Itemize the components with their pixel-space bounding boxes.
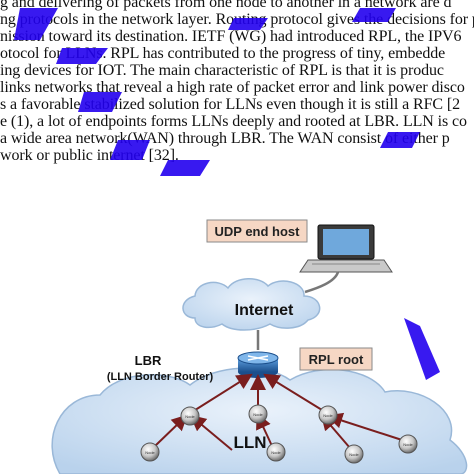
svg-text:Node: Node [185,414,195,419]
lbr-label: LBR [135,353,162,368]
paper-body-text: g and delivering of packets from one nod… [0,0,474,164]
link-laptop-internet [304,271,340,294]
laptop-icon [299,224,393,273]
sensor-node: Node [318,405,338,425]
sensor-node: Node [180,406,200,426]
internet-cloud [182,278,321,331]
sensor-node: Node [266,442,286,462]
text-line: links networks that reveal a high rate o… [0,79,465,96]
watermark-stroke [404,318,440,380]
text-line: a wide area network(WAN) through LBR. Th… [0,130,450,147]
lln-cloud [51,367,468,474]
sensor-node: Node [344,444,364,464]
svg-text:Node: Node [323,413,333,418]
svg-text:Node: Node [145,450,155,455]
dag-links [154,373,403,451]
udp-label-box [206,219,308,243]
text-line: otocol for LLNs. RPL has contributed to … [0,45,446,62]
svg-text:Node: Node [253,412,263,417]
svg-text:Node: Node [349,452,359,457]
sensor-node: Node [248,404,268,424]
udp-end-host-label: UDP end host [215,224,301,239]
svg-text:Node: Node [403,442,413,447]
text-line: s a favorable stabilized solution for LL… [0,96,460,113]
internet-label: Internet [235,302,294,319]
sensor-nodes: Node Node Node Node Node Node Node [140,404,418,464]
text-line: g and delivering of packets from one nod… [0,0,452,11]
text-line: work or public internet [32]. [0,147,179,164]
sensor-node: Node [398,434,418,454]
text-line: e (1), a lot of endpoints forms LLNs dee… [0,113,467,130]
rpl-root-box [299,347,373,371]
lbr-sub-label: (LLN Border Router) [107,371,214,383]
rpl-root-label: RPL root [309,352,364,367]
text-line: ing devices for IOT. The main characteri… [0,62,444,79]
text-line: nission toward its destination. IETF (WG… [0,28,462,45]
sensor-node: Node [140,442,160,462]
lln-label: LLN [233,433,266,452]
svg-text:Node: Node [271,450,281,455]
lbr-router-icon [237,351,279,378]
text-line: ng protocols in the network layer. Routi… [0,11,474,28]
